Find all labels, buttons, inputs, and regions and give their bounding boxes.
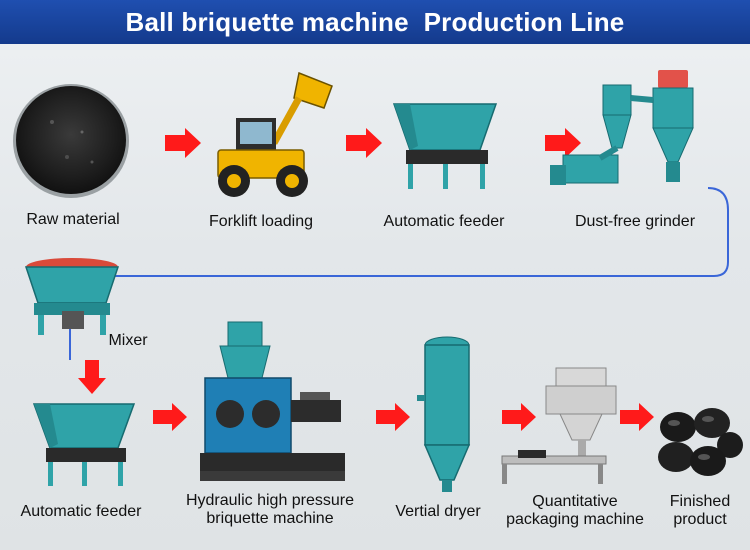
finished-product-image [658,408,743,476]
step-label-finished-line2: product [673,511,727,528]
step-label-vertial-dryer: Vertial dryer [395,503,481,520]
arrow-down-icon [78,360,106,394]
forklift-image [217,71,333,197]
arrow-right-icon [165,128,201,158]
raw-material-image [13,84,129,198]
title-banner: Ball briquette machine Production Line [0,0,750,44]
arrow-right-icon [153,403,187,431]
step-label-raw-material: Raw material [26,211,120,228]
automatic-feeder-image [32,403,136,486]
automatic-feeder-image [392,103,498,189]
step-label-forklift-loading: Forklift loading [208,213,314,230]
step-label-briquette-line2: briquette machine [206,510,334,527]
arrow-right-icon [346,128,382,158]
vertical-dryer-image [417,336,471,492]
step-label-briquette-line1: Hydraulic high pressure [185,492,355,509]
arrow-right-icon [545,128,581,158]
step-label-finished-line1: Finished [669,493,731,510]
briquette-machine-image [200,321,345,481]
step-label-automatic-feeder-top: Automatic feeder [383,213,505,230]
step-label-packaging-line2: packaging machine [506,511,644,528]
step-label-mixer: Mixer [108,332,148,349]
page-title: Ball briquette machine Production Line [125,6,625,37]
arrow-right-icon [502,403,536,431]
arrow-right-icon [376,403,410,431]
mixer-image [24,258,120,335]
arrow-right-icon [620,403,654,431]
step-label-automatic-feeder-bottom: Automatic feeder [20,503,142,520]
dust-free-grinder-image [550,70,694,185]
packaging-machine-image [501,367,617,484]
step-label-dust-free-grinder: Dust-free grinder [574,213,696,230]
step-label-packaging-line1: Quantitative [532,493,618,510]
